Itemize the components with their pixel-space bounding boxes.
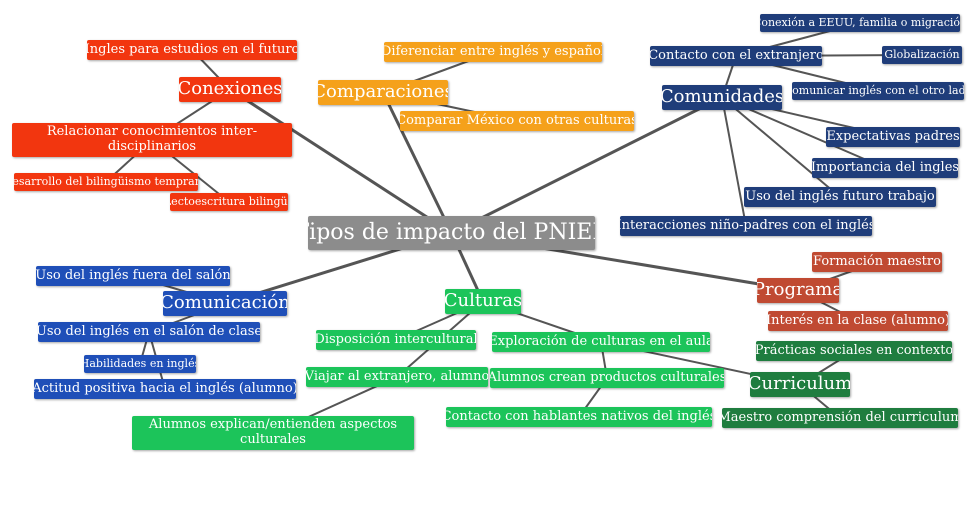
leaf-alumnos-crean-productos: Alumnos crean productos culturales <box>490 368 724 388</box>
leaf-alumnos-explican: Alumnos explican/entienden aspectos cult… <box>132 416 414 450</box>
leaf-maestro-comprension: Maestro comprensión del curriculum <box>722 408 958 428</box>
leaf-interes-clase: Interés en la clase (alumno) <box>768 311 948 331</box>
leaf-formacion-maestro: Formación maestro <box>812 252 942 272</box>
central-topic: Tipos de impacto del PNIEB <box>308 216 595 250</box>
branch-comparaciones: Comparaciones <box>318 80 448 105</box>
connector-line <box>229 88 453 235</box>
leaf-expectativas-padres: Expectativas padres <box>826 127 960 147</box>
leaf-comparar-mexico: Comparar México con otras culturas <box>400 111 634 131</box>
branch-curriculum: Curriculum <box>750 372 850 397</box>
leaf-ingles-estudios-futuro: Ingles para estudios en el futuro <box>87 40 297 60</box>
leaf-uso-ingles-futuro-trabajo: Uso del inglés futuro trabajo <box>744 187 936 207</box>
leaf-relacionar-conocimientos: Relacionar conocimientos inter-disciplin… <box>12 123 292 157</box>
leaf-desarrollo-bilinguismo: Desarrollo del bilingüismo temprano <box>14 173 198 191</box>
leaf-exploracion-culturas: Exploración de culturas en el aula <box>492 332 710 352</box>
branch-conexiones: Conexiones <box>179 77 281 102</box>
connector-line <box>381 91 453 234</box>
leaf-diferenciar-ingles-espanol: Diferenciar entre inglés y español <box>384 42 602 62</box>
leaf-habilidades-ingles: Habilidades en inglés <box>84 355 196 373</box>
leaf-uso-fuera-salon: Uso del inglés fuera del salón <box>36 266 230 286</box>
leaf-uso-salon-clase: Uso del inglés en el salón de clase <box>38 322 260 342</box>
leaf-lectoescritura-bilingue: Lectoescritura bilingüe <box>170 193 288 211</box>
leaf-contacto-hablantes-nativos: Contacto con hablantes nativos del inglé… <box>446 407 712 427</box>
branch-culturas: Culturas <box>445 289 521 314</box>
branch-comunidades: Comunidades <box>662 85 782 110</box>
leaf-practicas-sociales: Prácticas sociales en contexto <box>756 341 952 361</box>
connector-line <box>721 96 841 198</box>
leaf-importancia-ingles: Importancia del ingles <box>812 158 958 178</box>
connector-line <box>721 97 747 227</box>
leaf-actitud-positiva: Actitud positiva hacia el inglés (alumno… <box>34 379 296 399</box>
connector-line <box>450 96 723 235</box>
leaf-conexion-eeuu: Conexión a EEUU, familia o migración <box>760 14 960 32</box>
branch-programa: Programa <box>757 278 839 303</box>
leaf-comunicar-otro-lado: Comunicar inglés con el otro lado <box>792 82 964 100</box>
leaf-globalizacion: Globalización <box>882 46 962 64</box>
leaf-disposicion-intercultural: Disposición intercultural <box>316 330 476 350</box>
leaf-interacciones-nino-padres: Interacciones niño-padres con el inglés <box>620 216 872 236</box>
branch-comunicacion: Comunicación <box>163 291 287 316</box>
leaf-viajar-extranjero: Viajar al extranjero, alumno <box>306 367 488 387</box>
leaf-contacto-extranjero: Contacto con el extranjero <box>650 46 822 66</box>
